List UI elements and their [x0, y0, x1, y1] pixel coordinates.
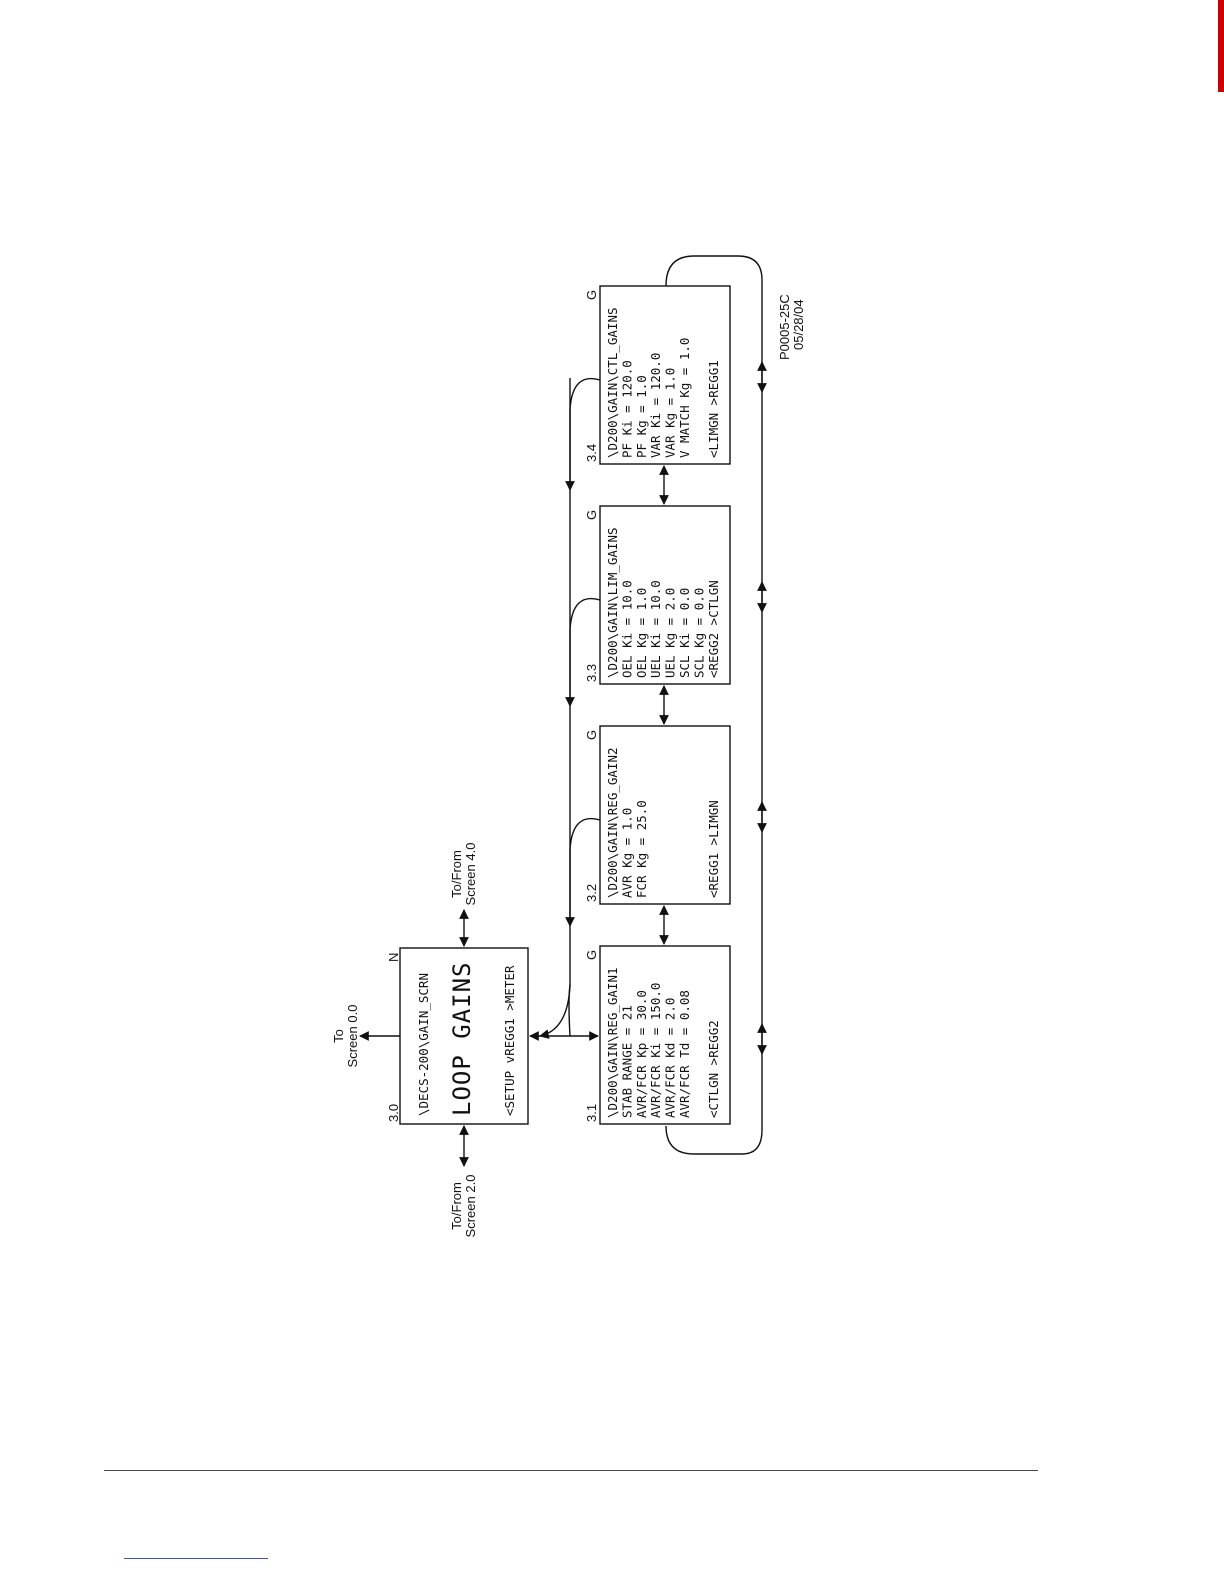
page-edge-tab — [1218, 0, 1224, 92]
screen-line: AVR/FCR Kd = 2.0 — [663, 998, 678, 1118]
footer-rule — [104, 1470, 1038, 1471]
screen-line: FCR Kg = 25.0 — [634, 800, 649, 898]
screen-line: AVR/FCR Td = 0.08 — [677, 990, 692, 1118]
to-screen-4-label-line2: Screen 4.0 — [463, 843, 478, 906]
screen-line: VAR Kg = 1.0 — [663, 368, 678, 458]
screen-line: \D200\GAIN\REG_GAIN2 — [605, 747, 620, 898]
screen-line: AVR/FCR Ki = 150.0 — [648, 983, 663, 1118]
to-screen-4-label-line1: To/From — [449, 850, 464, 898]
screen-line: \D200\GAIN\CTL_GAINS — [605, 307, 620, 458]
screen-line: UEL Kg = 2.0 — [663, 588, 678, 678]
screen-line: \D200\GAIN\LIM_GAINS — [605, 527, 620, 678]
screen-id-regg2: 3.2 — [584, 884, 599, 902]
to-screen-0-label-line1: To — [331, 1029, 346, 1043]
screen-line: <LIMGN >REGG1 — [706, 360, 721, 458]
return-branch-ctl — [565, 378, 601, 491]
return-branch-lim — [565, 598, 601, 707]
main-screen-path: \DECS-200\GAIN_SCRN — [416, 973, 431, 1116]
screen-box-regg1 — [599, 945, 731, 1125]
return-branch-reg2 — [565, 818, 601, 927]
screen-line: OEL Ki = 10.0 — [619, 580, 634, 678]
screen-mode-regg2: G — [584, 730, 599, 740]
main-screen-box — [399, 947, 529, 1125]
screen-box-regg2 — [599, 725, 731, 905]
screen-line: \D200\GAIN\REG_GAIN1 — [605, 967, 620, 1118]
screen-line: UEL Ki = 10.0 — [648, 580, 663, 678]
main-screen-title: LOOP GAINS — [448, 962, 476, 1117]
screen-id-ctl-gains: 3.4 — [584, 444, 599, 462]
screen-line: PF Ki = 120.0 — [619, 360, 634, 458]
screen-line: PF Kg = 1.0 — [634, 375, 649, 458]
drawing-number: P0005-25C — [777, 294, 792, 360]
main-screen-nav: <SETUP vREGG1 >METER — [502, 965, 517, 1116]
screen-mode-lim-gains: G — [584, 510, 599, 520]
drawing-date: 05/28/04 — [791, 299, 806, 350]
screen-id-lim-gains: 3.3 — [584, 664, 599, 682]
screen-line: V MATCH Kg = 1.0 — [677, 338, 692, 458]
screen-line: VAR Ki = 120.0 — [648, 353, 663, 458]
main-screen-id: 3.0 — [386, 1104, 401, 1122]
screen-line: SCL Ki = 0.0 — [677, 588, 692, 678]
screen-line: <REGG1 >LIMGN — [706, 800, 721, 898]
screen-line: AVR Kg = 1.0 — [619, 808, 634, 898]
screen-mode-ctl-gains: G — [584, 290, 599, 300]
screen-line: SCL Kg = 0.0 — [691, 588, 706, 678]
screen-box-ctl-gains — [599, 285, 731, 465]
to-screen-2-label-line2: Screen 2.0 — [463, 1175, 478, 1238]
screen-line: <CTLGN >REGG2 — [706, 1020, 721, 1118]
screen-line: <REGG2 >CTLGN — [706, 580, 721, 678]
return-arrow-to-main — [539, 984, 571, 1039]
screen-mode-regg1: G — [584, 950, 599, 960]
screen-line: STAB RANGE = 21 — [619, 1005, 634, 1118]
footer-link-underline — [124, 1558, 268, 1559]
screen-line: OEL Kg = 1.0 — [634, 588, 649, 678]
to-screen-2-label-line1: To/From — [449, 1182, 464, 1230]
to-screen-0-label-line2: Screen 0.0 — [345, 1005, 360, 1068]
screen-line: AVR/FCR Kp = 30.0 — [634, 990, 649, 1118]
main-screen-mode: N — [386, 953, 401, 962]
screen-box-lim-gains — [599, 505, 731, 685]
screen-id-regg1: 3.1 — [584, 1104, 599, 1122]
wraparound-loop — [665, 255, 763, 1155]
